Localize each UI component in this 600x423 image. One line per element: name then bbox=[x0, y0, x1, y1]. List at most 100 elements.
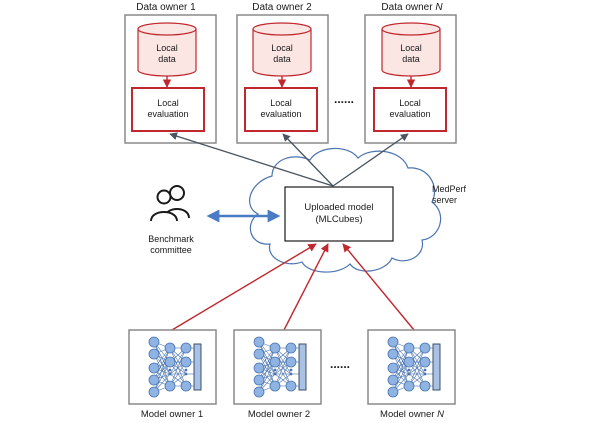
nn-edge bbox=[408, 347, 426, 387]
nn-dots bbox=[289, 368, 293, 372]
nn-dots bbox=[168, 372, 172, 376]
nn-edge bbox=[392, 347, 410, 381]
owner-to-model-arrow bbox=[283, 243, 329, 331]
local-data-label: Local bbox=[271, 43, 293, 53]
neural-network-icon bbox=[253, 336, 307, 398]
nn-edge bbox=[258, 347, 276, 381]
nn-node bbox=[403, 380, 415, 392]
model-owner-2: Model owner 2 bbox=[233, 329, 322, 420]
owner-to-model-arrow bbox=[171, 243, 317, 331]
local-data-cylinder: Local data bbox=[252, 22, 312, 77]
nn-node bbox=[148, 374, 160, 386]
nn-node bbox=[253, 374, 265, 386]
nn-node bbox=[285, 380, 297, 392]
local-evaluation-label: Local bbox=[270, 98, 292, 108]
data-owner-label: Data owner 2 bbox=[252, 2, 312, 13]
local-data-cylinder: Local data bbox=[137, 22, 197, 77]
nn-dots bbox=[423, 368, 427, 372]
data-owner-box bbox=[364, 14, 457, 144]
model-owner-1: Model owner 1 bbox=[128, 329, 217, 420]
nn-node bbox=[148, 336, 160, 348]
nn-node bbox=[164, 356, 176, 368]
local-data-label: data bbox=[402, 54, 420, 64]
nn-node bbox=[269, 356, 281, 368]
local-data-label: Local bbox=[400, 43, 422, 53]
committee-label: Benchmark bbox=[148, 234, 194, 244]
nn-dots bbox=[289, 372, 293, 376]
nn-dots bbox=[273, 368, 277, 372]
data-owner-box bbox=[124, 14, 217, 144]
committee-label: committee bbox=[150, 245, 192, 255]
nn-node bbox=[403, 356, 415, 368]
nn-dots bbox=[273, 372, 277, 376]
server-label: server bbox=[432, 195, 457, 205]
nn-node bbox=[253, 336, 265, 348]
nn-dots bbox=[423, 372, 427, 376]
data-owner-box bbox=[236, 14, 329, 144]
local-evaluation-label: Local bbox=[399, 98, 421, 108]
model-owner-label: Model owner 1 bbox=[141, 409, 203, 420]
nn-edge bbox=[153, 361, 171, 393]
nn-dots bbox=[184, 368, 188, 372]
nn-node bbox=[387, 348, 399, 360]
nn-node bbox=[403, 342, 415, 354]
uploaded-model-box: Uploaded model (MLCubes) bbox=[284, 186, 394, 242]
data-owner-label: Data owner N bbox=[381, 2, 443, 13]
local-data-label: data bbox=[273, 54, 291, 64]
model-to-eval-arrow bbox=[332, 133, 409, 187]
nn-node bbox=[269, 380, 281, 392]
nn-node bbox=[269, 342, 281, 354]
server-label: MedPerf bbox=[432, 184, 467, 194]
data-owner-label: Data owner 1 bbox=[136, 2, 196, 13]
local-evaluation-label: evaluation bbox=[389, 109, 430, 119]
nn-node bbox=[285, 356, 297, 368]
model-to-eval-arrow bbox=[169, 132, 334, 187]
nn-dots bbox=[168, 368, 172, 372]
people-icon bbox=[150, 185, 190, 222]
owner-to-model-arrow bbox=[342, 243, 415, 331]
data-owner-ellipsis: ...... bbox=[334, 92, 354, 106]
nn-node bbox=[148, 362, 160, 374]
nn-node bbox=[253, 348, 265, 360]
nn-node bbox=[180, 380, 192, 392]
model-owner-n: Model owner N bbox=[367, 329, 456, 420]
nn-node bbox=[180, 342, 192, 354]
uploaded-model-label: (MLCubes) bbox=[316, 214, 363, 225]
nn-edge bbox=[153, 347, 171, 381]
nn-node bbox=[148, 348, 160, 360]
nn-node bbox=[164, 380, 176, 392]
nn-dots bbox=[407, 372, 411, 376]
local-evaluation-label: Local bbox=[157, 98, 179, 108]
nn-node bbox=[148, 386, 160, 398]
nn-node bbox=[253, 386, 265, 398]
local-evaluation-box bbox=[131, 87, 205, 132]
model-owner-label: Model owner 2 bbox=[248, 409, 310, 420]
model-owner-ellipsis: ...... bbox=[330, 357, 350, 371]
local-data-label: Local bbox=[156, 43, 178, 53]
nn-edge bbox=[274, 347, 292, 387]
neural-network-icon bbox=[148, 336, 202, 398]
data-owner-n: Data owner N Local data Local evaluation bbox=[364, 2, 457, 144]
nn-output-bar bbox=[432, 343, 441, 391]
model-owner-box bbox=[367, 329, 456, 405]
nn-edge bbox=[169, 347, 187, 387]
local-evaluation-box bbox=[244, 87, 318, 132]
local-data-label: data bbox=[158, 54, 176, 64]
uploaded-model-label: Uploaded model bbox=[304, 202, 373, 213]
nn-node bbox=[419, 342, 431, 354]
local-evaluation-label: evaluation bbox=[260, 109, 301, 119]
nn-output-bar bbox=[193, 343, 202, 391]
data-owner-2: Data owner 2 Local data Local evaluation bbox=[236, 2, 329, 144]
model-owner-box bbox=[128, 329, 217, 405]
local-evaluation-box bbox=[373, 87, 447, 132]
model-to-eval-arrow bbox=[282, 133, 334, 187]
nn-dots bbox=[184, 372, 188, 376]
nn-node bbox=[419, 356, 431, 368]
nn-node bbox=[285, 342, 297, 354]
local-evaluation-label: evaluation bbox=[147, 109, 188, 119]
model-owner-label: Model owner N bbox=[380, 409, 444, 420]
nn-node bbox=[253, 362, 265, 374]
nn-node bbox=[387, 374, 399, 386]
nn-node bbox=[164, 342, 176, 354]
